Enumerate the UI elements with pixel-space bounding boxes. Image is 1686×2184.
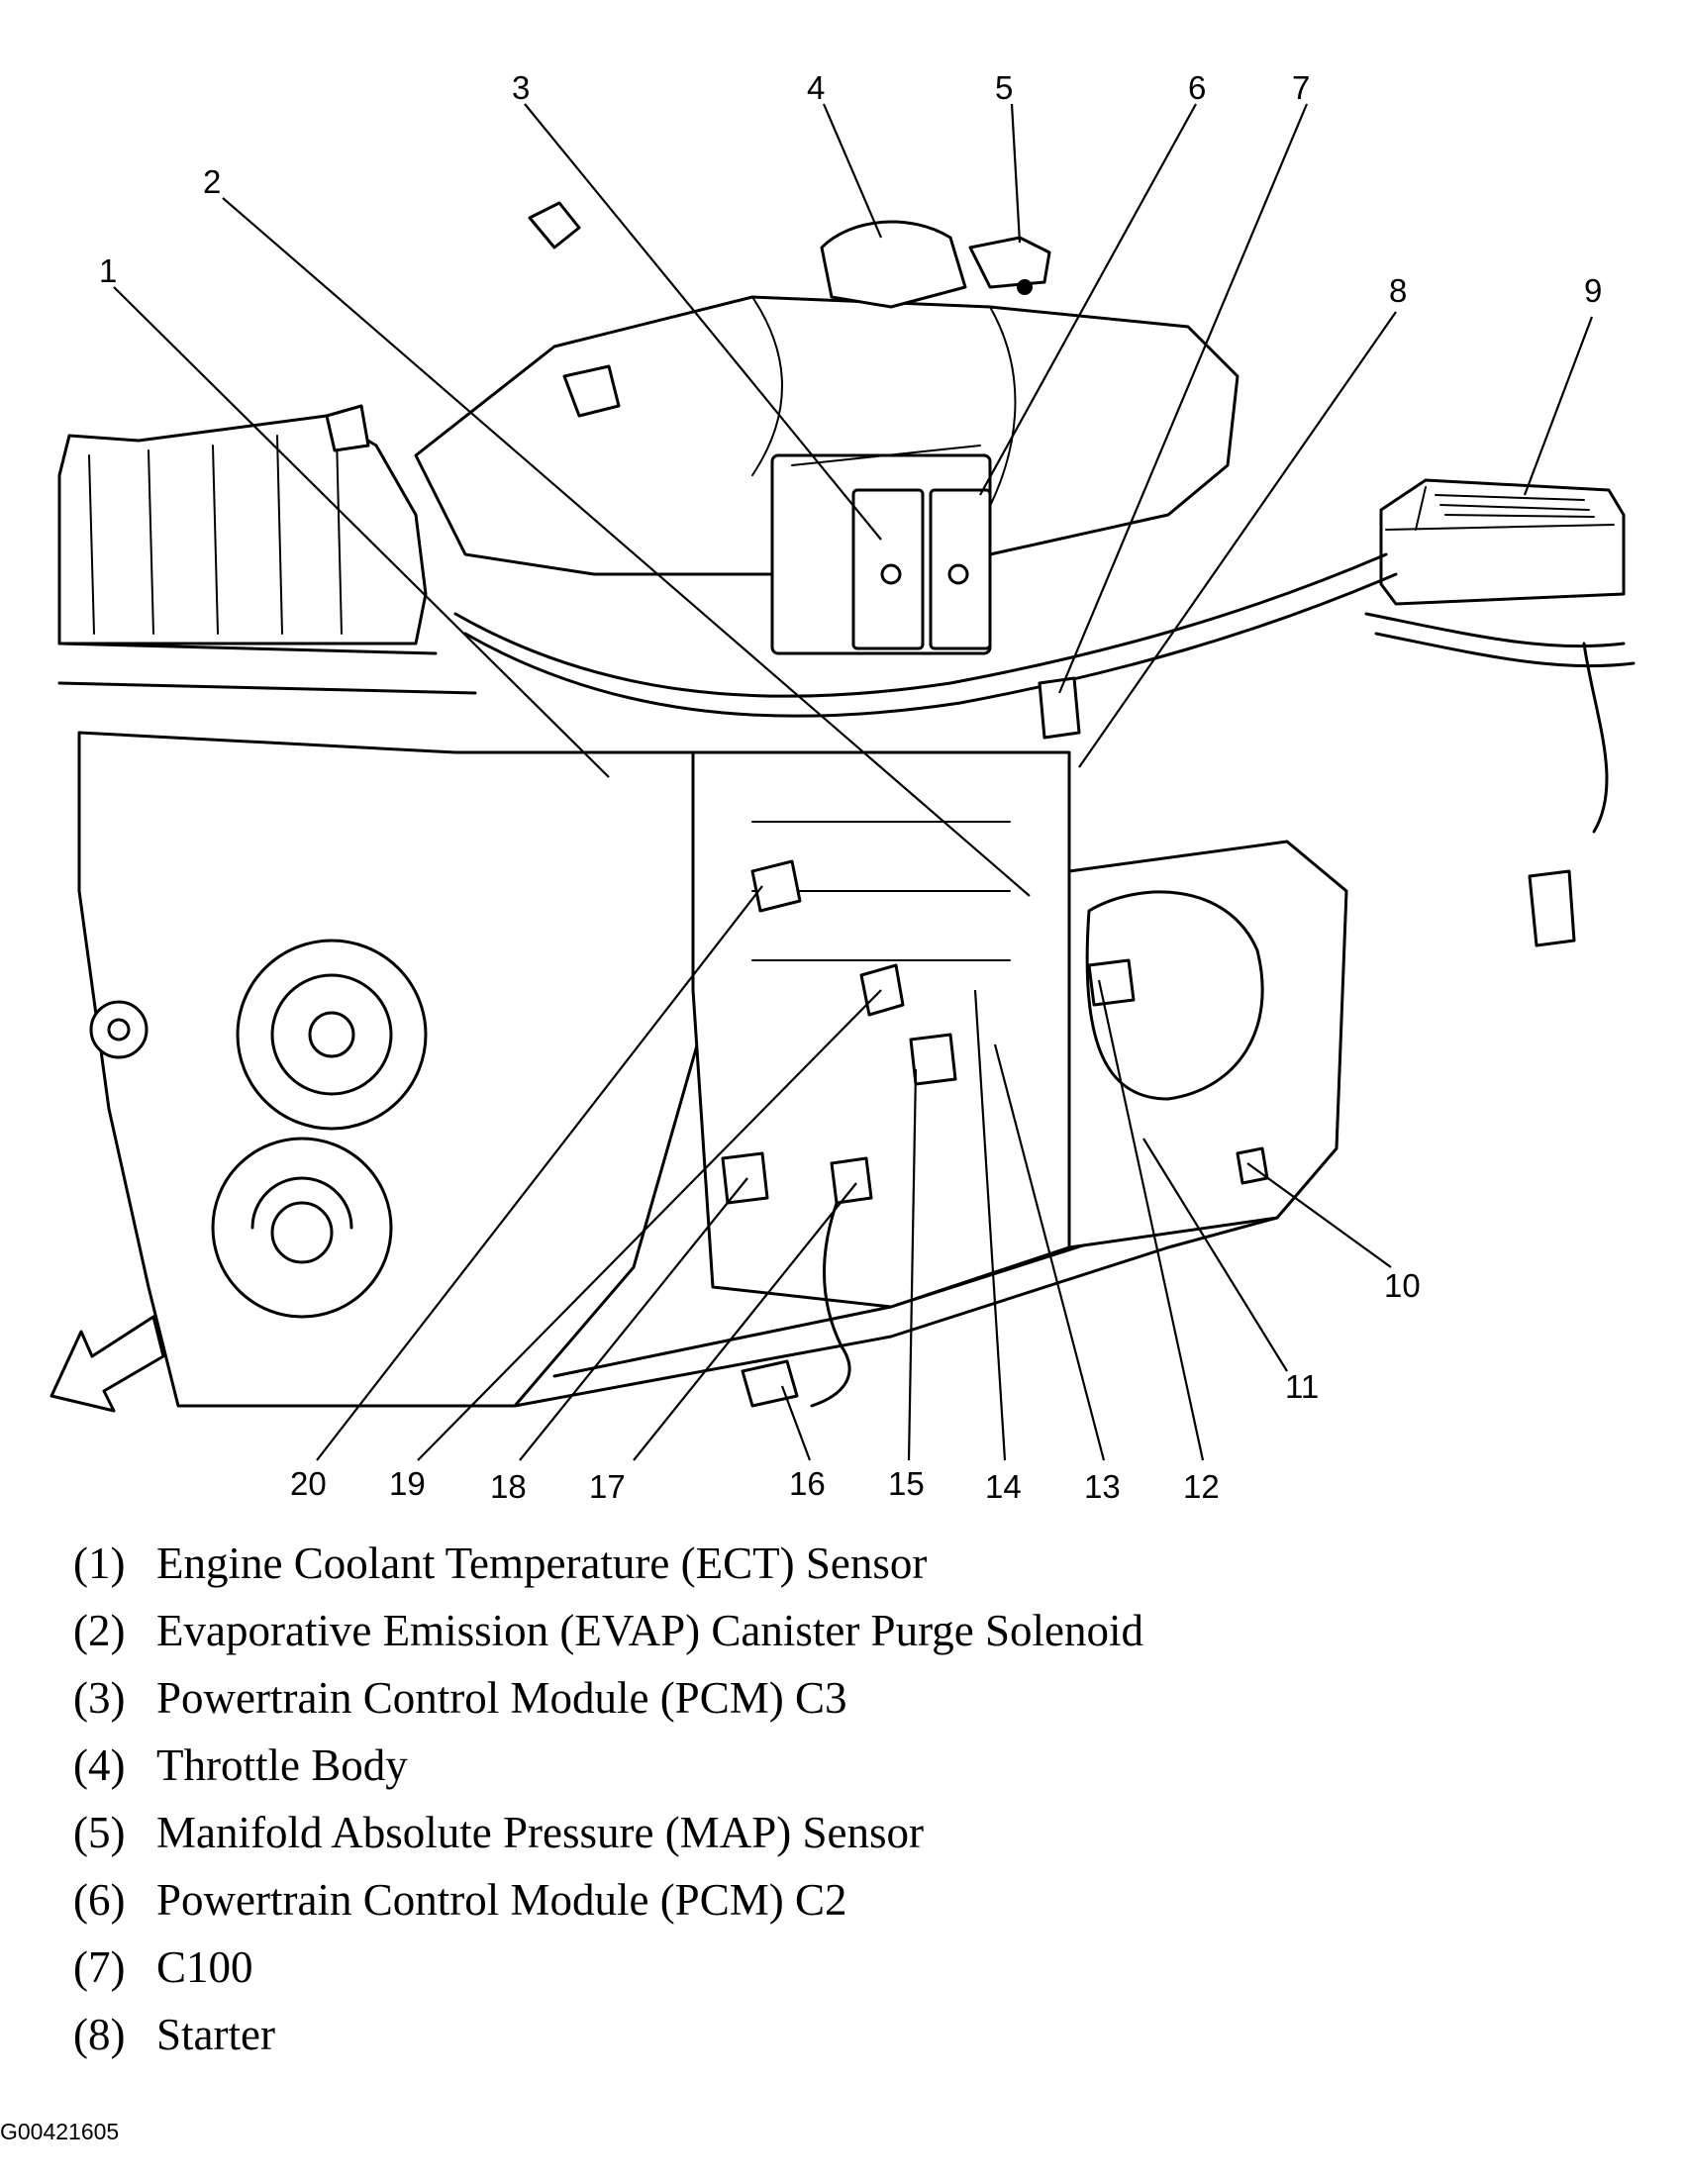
legend-text: Evaporative Emission (EVAP) Canister Pur… (156, 1606, 1143, 1655)
legend-number: (8) (73, 2010, 126, 2059)
callout-19: 19 (389, 1465, 426, 1502)
callout-13: 13 (1084, 1468, 1121, 1505)
leader-line-20 (316, 885, 763, 1461)
legend-item: (2) Evaporative Emission (EVAP) Canister … (73, 1597, 1618, 1664)
callout-1: 1 (99, 252, 117, 289)
callout-labels: 3 4 5 6 7 2 1 8 9 10 11 12 13 14 15 16 1… (99, 69, 1602, 1505)
legend-text: Starter (156, 2010, 275, 2059)
legend-number: (2) (73, 1606, 126, 1655)
callout-5: 5 (995, 69, 1013, 106)
leader-line-19 (417, 989, 882, 1461)
legend-number: (6) (73, 1875, 126, 1925)
leader-line-7 (1057, 103, 1309, 694)
legend-number: (4) (73, 1740, 126, 1790)
leader-line-11 (1142, 1138, 1288, 1372)
engine-component-locator-diagram: 3 4 5 6 7 2 1 8 9 10 11 12 13 14 15 16 1… (50, 69, 1636, 1505)
leader-line-18 (519, 1177, 748, 1461)
callout-15: 15 (888, 1465, 925, 1502)
engine-illustration (57, 201, 1636, 1408)
legend-item: (6) Powertrain Control Module (PCM) C2 (73, 1866, 1618, 1934)
leader-line-16 (780, 1385, 812, 1461)
legend-text: Powertrain Control Module (PCM) C2 (156, 1875, 847, 1925)
callout-6: 6 (1188, 69, 1206, 106)
legend-text: Manifold Absolute Pressure (MAP) Sensor (156, 1808, 924, 1857)
callout-9: 9 (1584, 272, 1602, 309)
callout-17: 17 (589, 1468, 626, 1505)
callout-16: 16 (789, 1465, 826, 1502)
callout-12: 12 (1183, 1468, 1220, 1505)
callout-7: 7 (1292, 69, 1310, 106)
legend-item: (3) Powertrain Control Module (PCM) C3 (73, 1664, 1618, 1732)
legend-number: (1) (73, 1539, 126, 1588)
leader-line-4 (822, 103, 883, 239)
leader-line-17 (633, 1182, 857, 1461)
leader-line-15 (907, 1068, 918, 1461)
legend-item: (7) C100 (73, 1934, 1618, 2001)
leader-line-14 (973, 989, 1007, 1461)
leader-lines (113, 103, 1594, 1461)
callout-18: 18 (490, 1468, 527, 1505)
leader-line-8 (1078, 311, 1397, 768)
callout-4: 4 (807, 69, 825, 106)
legend-item: (4) Throttle Body (73, 1732, 1618, 1799)
legend-text: Powertrain Control Module (PCM) C3 (156, 1673, 847, 1723)
leader-line-13 (993, 1043, 1106, 1461)
leader-line-9 (1523, 316, 1594, 496)
leader-line-12 (1097, 979, 1205, 1461)
leader-line-5 (1010, 103, 1022, 244)
callout-14: 14 (985, 1468, 1022, 1505)
callout-11: 11 (1285, 1368, 1319, 1405)
leader-line-10 (1246, 1162, 1392, 1268)
callout-8: 8 (1389, 272, 1407, 309)
legend-item: (5) Manifold Absolute Pressure (MAP) Sens… (73, 1799, 1618, 1866)
legend-number: (5) (73, 1808, 126, 1857)
figure-id: G00421605 (0, 2119, 120, 2144)
legend-number: (7) (73, 1942, 126, 1992)
legend-number: (3) (73, 1673, 126, 1723)
leader-line-6 (979, 103, 1197, 496)
callout-3: 3 (512, 69, 530, 106)
leader-line-3 (524, 103, 882, 541)
callout-2: 2 (203, 163, 221, 200)
component-legend: (1) Engine Coolant Temperature (ECT) Sens… (73, 1530, 1618, 2068)
callout-10: 10 (1384, 1267, 1421, 1304)
front-direction-arrow-icon (50, 1315, 165, 1413)
legend-item: (8) Starter (73, 2001, 1618, 2068)
legend-text: Throttle Body (156, 1740, 408, 1790)
callout-20: 20 (290, 1465, 327, 1502)
legend-text: Engine Coolant Temperature (ECT) Sensor (156, 1539, 928, 1588)
leader-line-2 (222, 197, 1031, 897)
legend-text: C100 (156, 1942, 253, 1992)
leader-line-1 (113, 286, 610, 778)
legend-item: (1) Engine Coolant Temperature (ECT) Sens… (73, 1530, 1618, 1597)
